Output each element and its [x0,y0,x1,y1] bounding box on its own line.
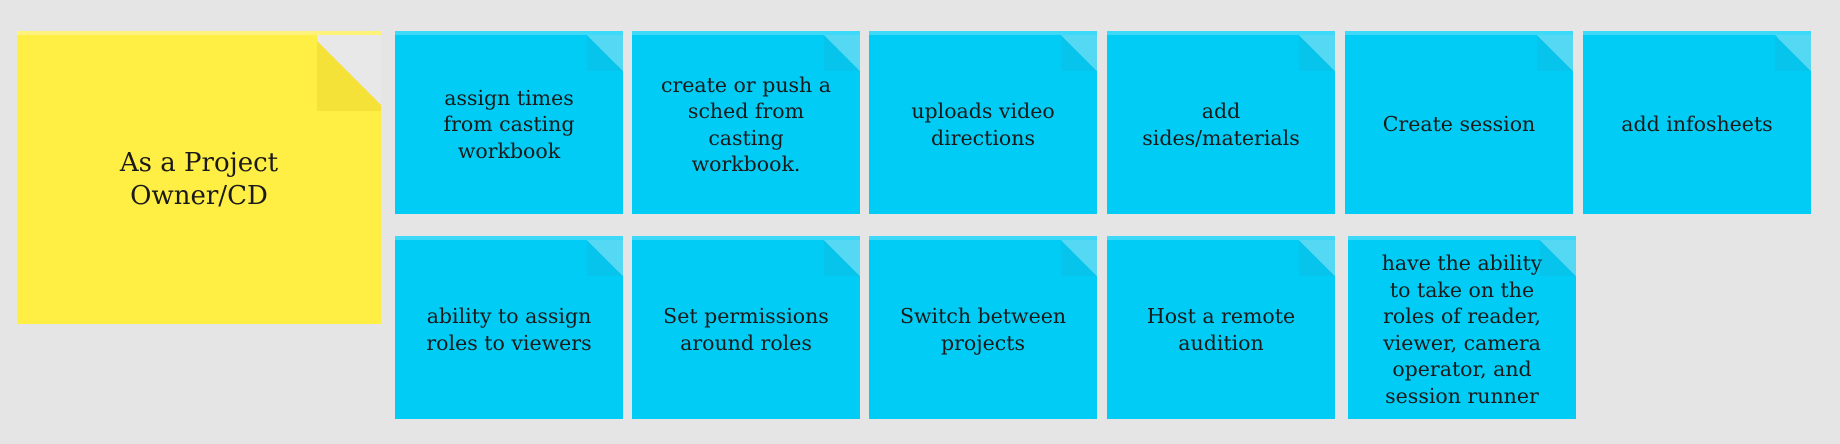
note-fold-corner [587,240,623,276]
note-fold-corner [1537,35,1573,71]
note-fold-corner [824,240,860,276]
story-note-add-infosheets[interactable]: add infosheets [1583,31,1811,214]
story-note-add-sides[interactable]: add sides/materials [1107,31,1335,214]
story-note-switch-projects[interactable]: Switch between projects [869,236,1097,419]
note-fold-corner [587,35,623,71]
story-note-text: create or push a sched from casting work… [661,72,831,177]
story-note-text: Switch between projects [899,304,1067,355]
story-note-create-session[interactable]: Create session [1345,31,1573,214]
story-note-text: Set permissions around roles [663,304,829,355]
story-note-text: Create session [1382,112,1536,137]
story-note-upload-video[interactable]: uploads video directions [869,31,1097,214]
story-note-set-permissions[interactable]: Set permissions around roles [632,236,860,419]
note-fold-corner [1061,35,1097,71]
story-note-push-sched[interactable]: create or push a sched from casting work… [632,31,860,214]
note-fold-corner [824,35,860,71]
note-fold-corner [1775,35,1811,71]
note-fold-corner [1299,35,1335,71]
story-note-text: Host a remote audition [1146,304,1296,355]
story-note-text: add infosheets [1621,112,1773,137]
story-note-text: uploads video directions [911,99,1055,150]
story-note-host-audition[interactable]: Host a remote audition [1107,236,1335,419]
note-fold-corner [1299,240,1335,276]
note-fold-corner [317,35,381,111]
story-note-text: ability to assign roles to viewers [426,304,592,355]
persona-note-text: As a Project Owner/CD [119,147,279,211]
story-note-text: assign times from casting workbook [443,85,575,163]
note-fold-corner [1540,240,1576,276]
persona-note[interactable]: As a Project Owner/CD [17,31,381,324]
story-note-assign-roles[interactable]: ability to assign roles to viewers [395,236,623,419]
story-note-text: add sides/materials [1142,99,1300,150]
story-note-text: have the ability to take on the roles of… [1381,251,1543,408]
story-note-assign-times[interactable]: assign times from casting workbook [395,31,623,214]
story-note-take-on-roles[interactable]: have the ability to take on the roles of… [1348,236,1576,419]
note-fold-corner [1061,240,1097,276]
